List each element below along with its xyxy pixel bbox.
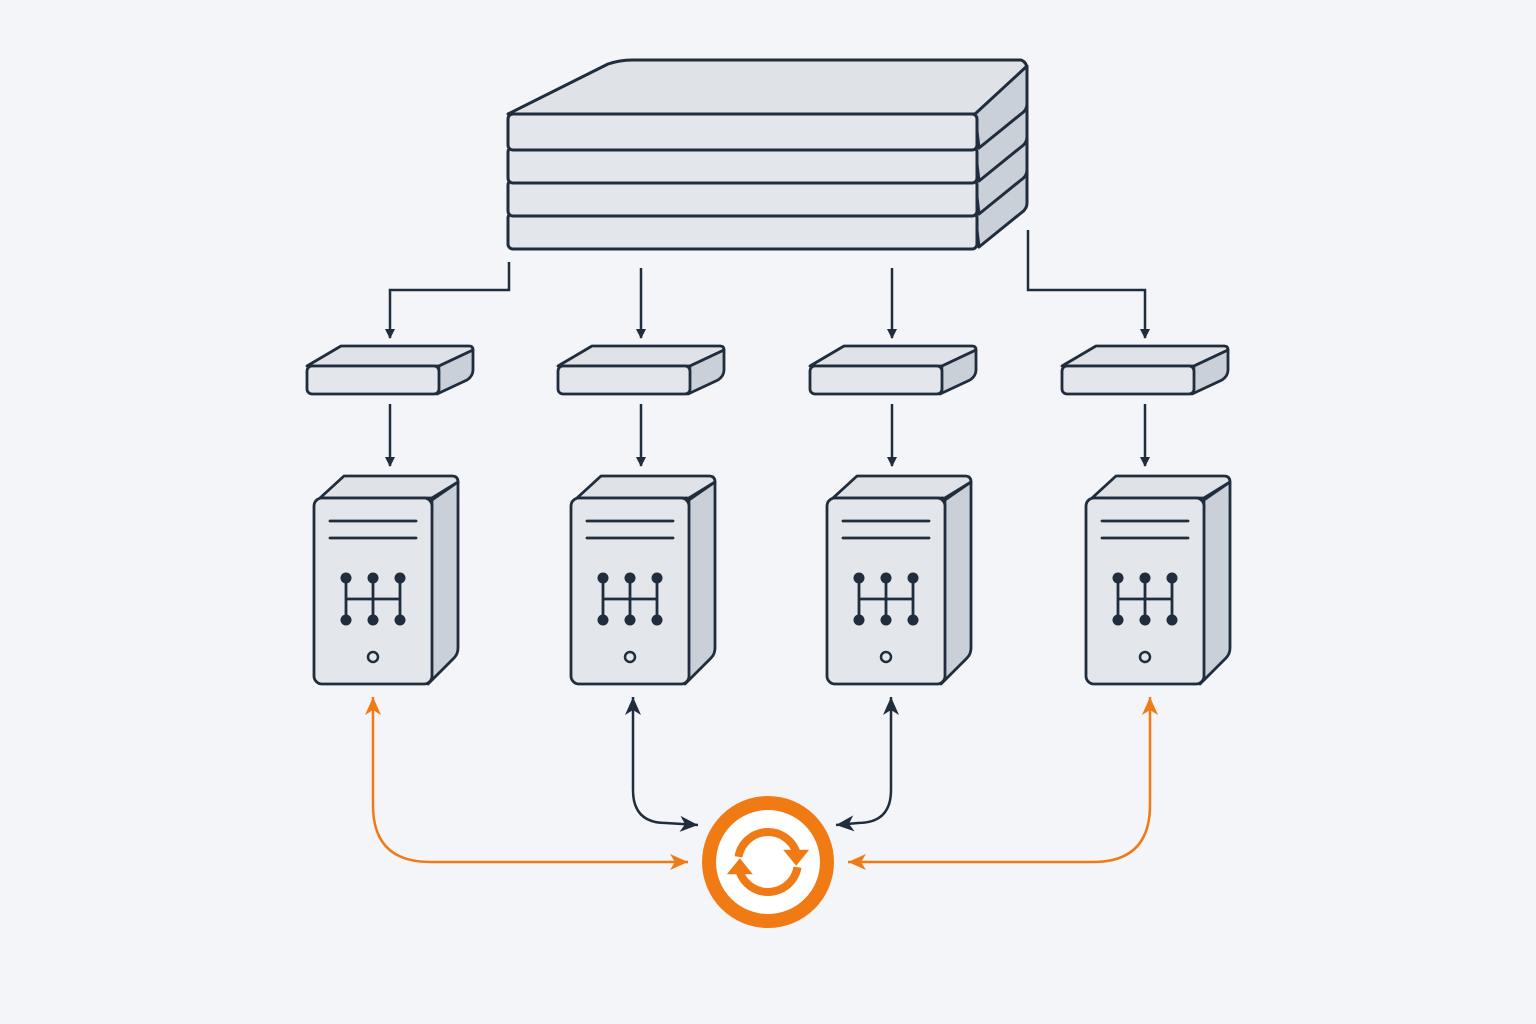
partition-node-icon — [305, 344, 475, 396]
server-side — [1198, 480, 1232, 686]
gear-shift-dot — [394, 614, 406, 626]
gear-shift-dot — [624, 572, 636, 584]
gear-shift-dot — [597, 614, 609, 626]
partition-node-side — [435, 348, 475, 396]
gear-shift-dot — [1139, 614, 1151, 626]
partition-node-side — [686, 348, 726, 396]
partition-node-icon — [556, 344, 726, 396]
gear-shift-icon — [340, 572, 406, 626]
partition-node-front — [808, 364, 944, 396]
gear-shift-icon — [1112, 572, 1178, 626]
partition-node-icon — [808, 344, 978, 396]
partition-node-front — [1060, 364, 1196, 396]
sync-link-server-4 — [848, 697, 1158, 870]
server-tower-icon — [825, 474, 973, 686]
sync-link-server-3 — [835, 697, 899, 832]
storage-to-node-connectors — [385, 230, 1150, 339]
gear-shift-dot — [1166, 572, 1178, 584]
node-to-server-connectors — [385, 404, 1150, 467]
gear-shift-dot — [1139, 572, 1151, 584]
partition-node-side — [1190, 348, 1230, 396]
storage-layer-side — [973, 64, 1029, 150]
gear-shift-dot — [1112, 572, 1124, 584]
server-group — [312, 474, 1232, 686]
server-side — [426, 480, 460, 686]
gear-shift-dot — [880, 572, 892, 584]
gear-shift-dot — [624, 614, 636, 626]
gear-shift-dot — [394, 572, 406, 584]
storage-layer-front — [506, 112, 979, 152]
power-button-icon — [366, 650, 380, 664]
gear-shift-dot — [907, 614, 919, 626]
connector-storage-node-1 — [385, 262, 511, 339]
connector-storage-node-4 — [1026, 230, 1150, 339]
sync-arrow-head — [726, 858, 753, 875]
power-button-icon — [623, 650, 637, 664]
storage-layer — [506, 64, 1029, 152]
partition-nodes — [305, 344, 1230, 396]
sync-arrow-arc — [736, 866, 802, 896]
gear-shift-dot — [340, 614, 352, 626]
gear-shift-dot — [340, 572, 352, 584]
gear-shift-dot — [367, 614, 379, 626]
power-button-icon — [879, 650, 893, 664]
power-button-icon — [1138, 650, 1152, 664]
sync-connectors — [365, 697, 1158, 870]
gear-shift-dot — [853, 572, 865, 584]
gear-shift-dot — [1112, 614, 1124, 626]
sync-hub-inner — [716, 810, 820, 914]
server-side — [683, 480, 717, 686]
gear-shift-icon — [597, 572, 663, 626]
storage-layer — [506, 97, 1029, 185]
partition-node-front — [556, 364, 692, 396]
server-tower-icon — [1084, 474, 1232, 686]
gear-shift-dot — [651, 572, 663, 584]
storage-layer-front — [506, 211, 979, 251]
gear-shift-dot — [651, 614, 663, 626]
gear-shift-dot — [367, 572, 379, 584]
storage-layer-front — [506, 145, 979, 185]
gear-shift-dot — [597, 572, 609, 584]
sync-arrow-arc — [734, 828, 800, 858]
gear-shift-dot — [880, 614, 892, 626]
partition-node-icon — [1060, 344, 1230, 396]
stacked-storage-icon — [506, 58, 1029, 251]
sync-link-server-1 — [365, 697, 688, 870]
sync-arrow-head — [783, 849, 810, 866]
gear-shift-dot — [907, 572, 919, 584]
partition-node-front — [305, 364, 441, 396]
server-tower-icon — [312, 474, 460, 686]
gear-shift-dot — [853, 614, 865, 626]
gear-shift-icon — [853, 572, 919, 626]
server-side — [939, 480, 973, 686]
storage-top-face — [506, 58, 1029, 116]
sync-icon — [702, 796, 834, 928]
storage-layer-front — [506, 178, 979, 218]
sync-link-server-2 — [625, 697, 699, 832]
gear-shift-dot — [1166, 614, 1178, 626]
partition-node-side — [938, 348, 978, 396]
server-tower-icon — [569, 474, 717, 686]
